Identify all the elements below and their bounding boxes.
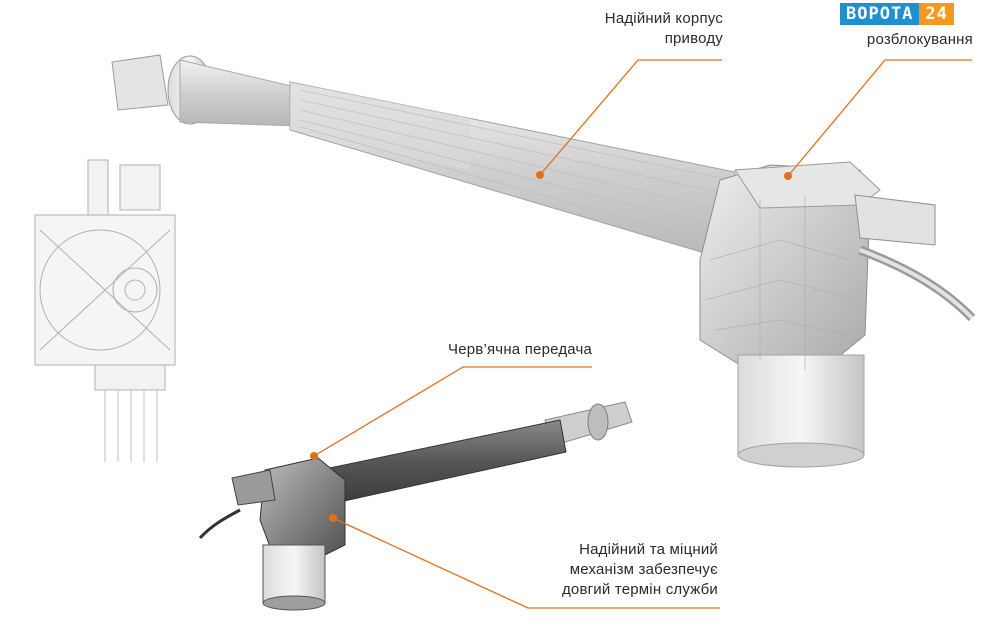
callout-housing: Надійний корпус приводу — [605, 9, 723, 49]
callout-unlock-line1: розблокування — [866, 31, 973, 48]
callout-mechanism: Надійний та міцний механізм забезпечує д… — [562, 540, 718, 600]
brand-logo: ВОРОТА 24 — [840, 3, 954, 25]
small-actuator — [198, 401, 633, 611]
callout-unlock: розблокування — [867, 30, 973, 50]
callout-housing-line2: приводу — [664, 30, 723, 47]
leader-lines — [313, 59, 972, 609]
callout-mechanism-line2: механізм забезпечує — [569, 561, 718, 578]
callout-dots — [310, 171, 792, 522]
side-view-wireframe — [34, 159, 176, 462]
logo-text-24: 24 — [919, 3, 954, 25]
large-actuator — [111, 54, 976, 468]
callout-housing-line1: Надійний корпус — [604, 10, 723, 27]
callout-mechanism-line1: Надійний та міцний — [579, 541, 718, 558]
callout-mechanism-line3: довгий термін служби — [561, 581, 718, 598]
callout-worm-gear-line1: Черв’ячна передача — [448, 341, 593, 358]
callout-worm-gear: Черв’ячна передача — [448, 340, 592, 360]
logo-text-vorota: ВОРОТА — [840, 3, 920, 25]
